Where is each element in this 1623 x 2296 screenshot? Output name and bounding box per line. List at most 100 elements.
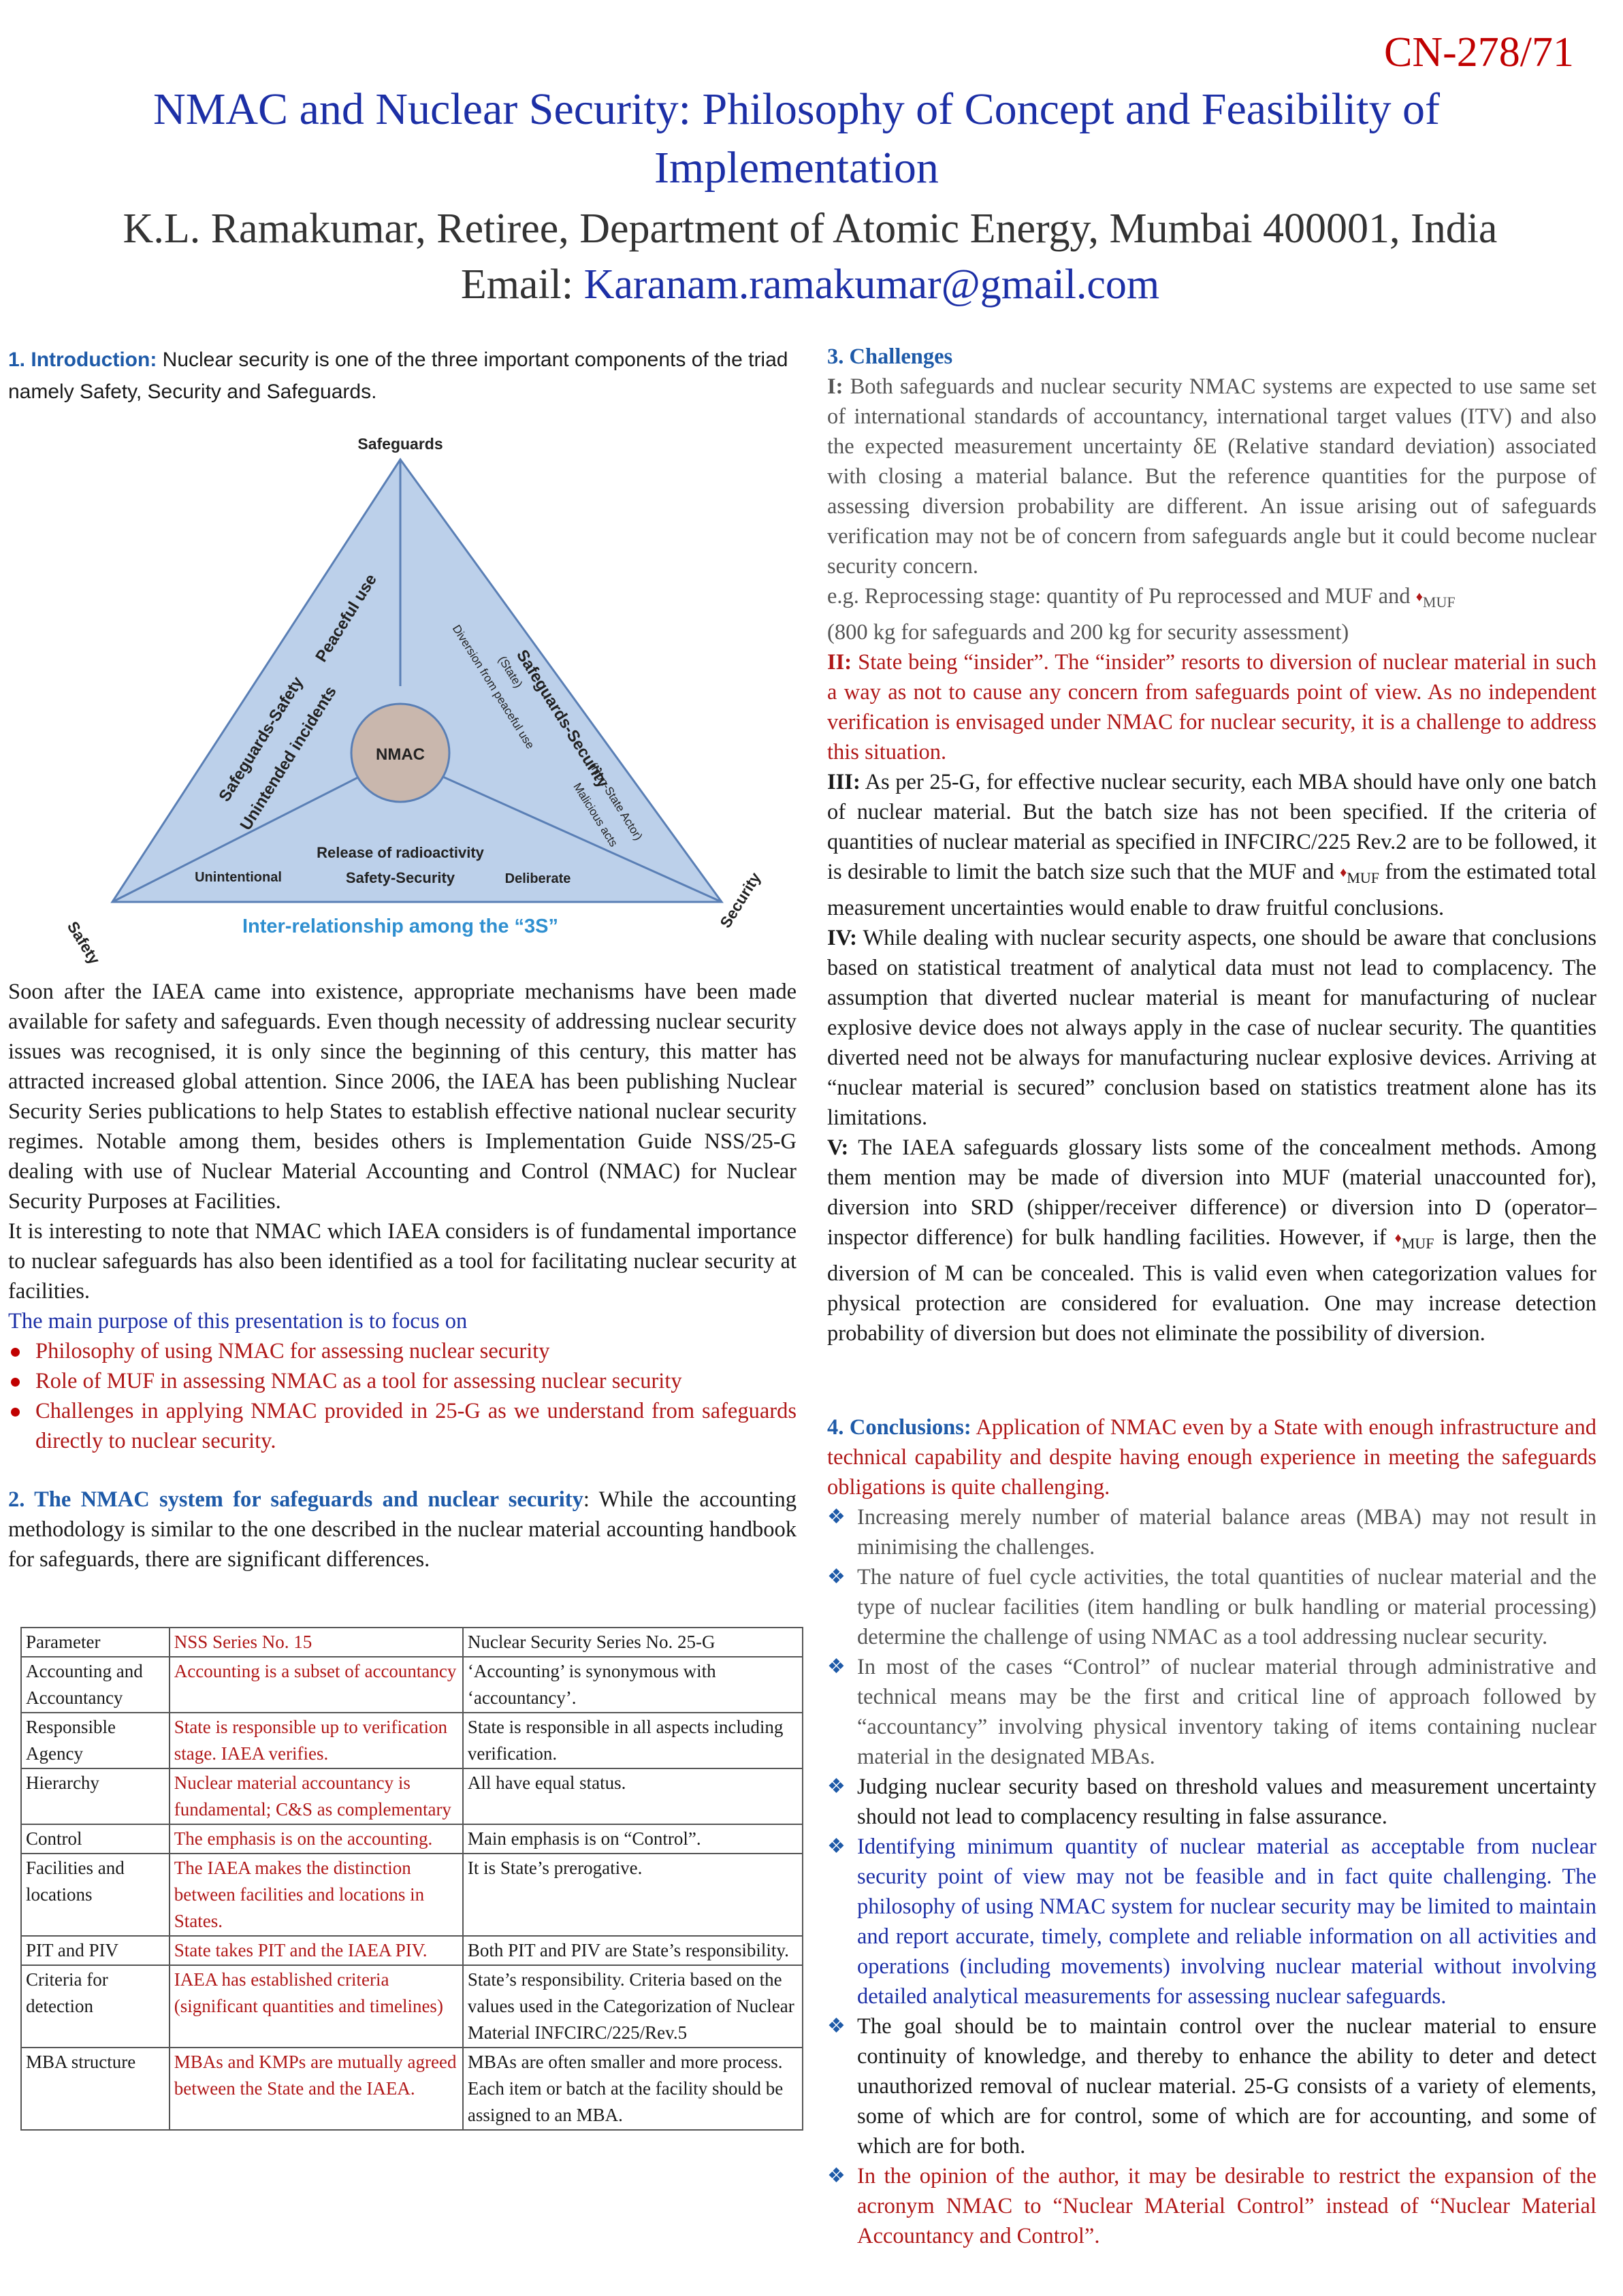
list-item: ❖The goal should be to maintain control … (827, 2011, 1596, 2161)
list-item: ❖In most of the cases “Control” of nucle… (827, 1652, 1596, 1772)
author-line: K.L. Ramakumar, Retiree, Department of A… (123, 206, 1498, 252)
introduction: 1. Introduction: Nuclear security is one… (8, 344, 797, 408)
nmac-circle (350, 702, 451, 803)
table-cell: PIT and PIV (20, 1935, 170, 1966)
conclusions-section: 4. Conclusions: Application of NMAC even… (827, 1412, 1596, 2251)
table-cell: MBAs are often smaller and more process.… (462, 2047, 804, 2131)
purpose-list: Philosophy of using NMAC for assessing n… (8, 1336, 797, 1456)
challenges-heading: 3. Challenges (827, 344, 953, 369)
table-cell: MBAs and KMPs are mutually agreed betwee… (168, 2047, 464, 2131)
diamond-bullet-icon: ❖ (827, 1835, 846, 1858)
table-cell: Facilities and locations (20, 1853, 170, 1937)
label-unintentional: Unintentional (195, 870, 282, 885)
table-cell: It is State’s prerogative. (462, 1853, 804, 1937)
left-body: Soon after the IAEA came into existence,… (8, 977, 797, 1574)
diamond-bullet-icon: ❖ (827, 1506, 846, 1528)
page-title: NMAC and Nuclear Security: Philosophy of… (41, 80, 1552, 197)
median-right (440, 775, 722, 903)
challenge-4-label: IV: (827, 926, 857, 950)
table-cell: Responsible Agency (20, 1712, 170, 1769)
table-header: Parameter (20, 1627, 170, 1658)
email-line: Email: Karanam.ramakumar@gmail.com (27, 257, 1593, 312)
email-address[interactable]: Karanam.ramakumar@gmail.com (583, 261, 1160, 308)
label-safety-security: Safety-Security (346, 869, 455, 886)
three-s-diagram: NMAC Safeguards Safety Security Safeguar… (64, 435, 765, 967)
table-cell: The IAEA makes the distinction between f… (168, 1853, 464, 1937)
table-cell: Criteria for detection (20, 1964, 170, 2048)
table-cell: Both PIT and PIV are State’s responsibil… (462, 1935, 804, 1966)
challenge-2-label: II: (827, 650, 852, 675)
body-paragraph-1: Soon after the IAEA came into existence,… (8, 980, 797, 1214)
body-paragraph-2: It is interesting to note that NMAC whic… (8, 1219, 797, 1304)
table-cell: Accounting is a subset of accountancy (168, 1656, 464, 1713)
bullet-dot-icon (11, 1378, 20, 1387)
table-cell: MBA structure (20, 2047, 170, 2131)
label-deliberate: Deliberate (505, 871, 571, 886)
challenges-section: 3. Challenges I: Both safeguards and nuc… (827, 342, 1596, 1348)
table-cell: IAEA has established criteria (significa… (168, 1964, 464, 2048)
list-item: ❖In the opinion of the author, it may be… (827, 2161, 1596, 2251)
document-id: CN-278/71 (1384, 29, 1574, 76)
table-cell: State’s responsibility. Criteria based o… (462, 1964, 804, 2048)
challenge-5-label: V: (827, 1135, 849, 1160)
challenge-2: II: State being “insider”. The “insider”… (827, 650, 1597, 764)
title-line-2: Implementation (654, 143, 939, 193)
title-line-1: NMAC and Nuclear Security: Philosophy of… (153, 84, 1440, 134)
diamond-bullet-icon: ❖ (827, 2165, 846, 2187)
conclusions-heading: 4. Conclusions: (827, 1415, 971, 1440)
conclusions-list: ❖Increasing merely number of material ba… (827, 1502, 1596, 2251)
diamond-bullet-icon: ❖ (827, 1655, 846, 1678)
conclusions-intro: 4. Conclusions: Application of NMAC even… (827, 1415, 1596, 1500)
list-item: ❖Identifying minimum quantity of nuclear… (827, 1832, 1596, 2011)
intro-heading: 1. Introduction: (8, 349, 157, 371)
label-release-radioactivity: Release of radioactivity (317, 844, 485, 861)
diamond-bullet-icon: ❖ (827, 1566, 846, 1588)
table-cell: Main emphasis is on “Control”. (462, 1824, 804, 1854)
diamond-bullet-icon: ❖ (827, 1775, 846, 1798)
email-label: Email: (460, 261, 574, 308)
purpose-line: The main purpose of this presentation is… (8, 1309, 468, 1333)
section-2-heading: 2. The NMAC system for safeguards and nu… (8, 1487, 583, 1512)
delta-diamond-icon: ♦ (1415, 589, 1423, 604)
list-item: ❖The nature of fuel cycle activities, th… (827, 1562, 1596, 1652)
table-cell: State is responsible up to verification … (168, 1712, 464, 1769)
intro-text: Nuclear security is one of the three imp… (8, 349, 788, 403)
table-cell: Hierarchy (20, 1768, 170, 1825)
table-cell: ‘Accounting’ is synonymous with ‘account… (462, 1656, 804, 1713)
table-cell: Accounting and Accountancy (20, 1656, 170, 1713)
section-2-paragraph: 2. The NMAC system for safeguards and nu… (8, 1485, 797, 1574)
comparison-table: Parameter NSS Series No. 15 Nuclear Secu… (20, 1627, 804, 2131)
list-item: ❖Increasing merely number of material ba… (827, 1502, 1596, 1562)
section-2-text: : While the accounting methodology is si… (8, 1487, 797, 1572)
nmac-label: NMAC (376, 745, 425, 764)
list-item: ❖Judging nuclear security based on thres… (827, 1772, 1596, 1832)
list-item: Role of MUF in assessing NMAC as a tool … (8, 1366, 797, 1396)
table-cell: Control (20, 1824, 170, 1854)
diamond-bullet-icon: ❖ (827, 2015, 846, 2037)
bullet-dot-icon (11, 1408, 20, 1417)
table-header: NSS Series No. 15 (168, 1627, 464, 1658)
vertex-security: Security (716, 869, 764, 931)
table-cell: All have equal status. (462, 1768, 804, 1825)
table-cell: State is responsible in all aspects incl… (462, 1712, 804, 1769)
challenge-4: IV: While dealing with nuclear security … (827, 926, 1596, 1130)
list-item: Philosophy of using NMAC for assessing n… (8, 1336, 797, 1366)
bullet-dot-icon (11, 1348, 20, 1357)
delta-diamond-icon: ♦ (1340, 865, 1347, 880)
vertex-safety: Safety (64, 918, 104, 967)
challenge-1: I: Both safeguards and nuclear security … (827, 374, 1596, 579)
median-left (112, 775, 361, 903)
table-cell: Nuclear material accountancy is fundamen… (168, 1768, 464, 1825)
challenge-3: III: As per 25-G, for effective nuclear … (827, 770, 1596, 920)
challenge-3-label: III: (827, 770, 861, 794)
challenge-5: V: The IAEA safeguards glossary lists so… (827, 1135, 1597, 1346)
challenge-1-label: I: (827, 374, 843, 399)
